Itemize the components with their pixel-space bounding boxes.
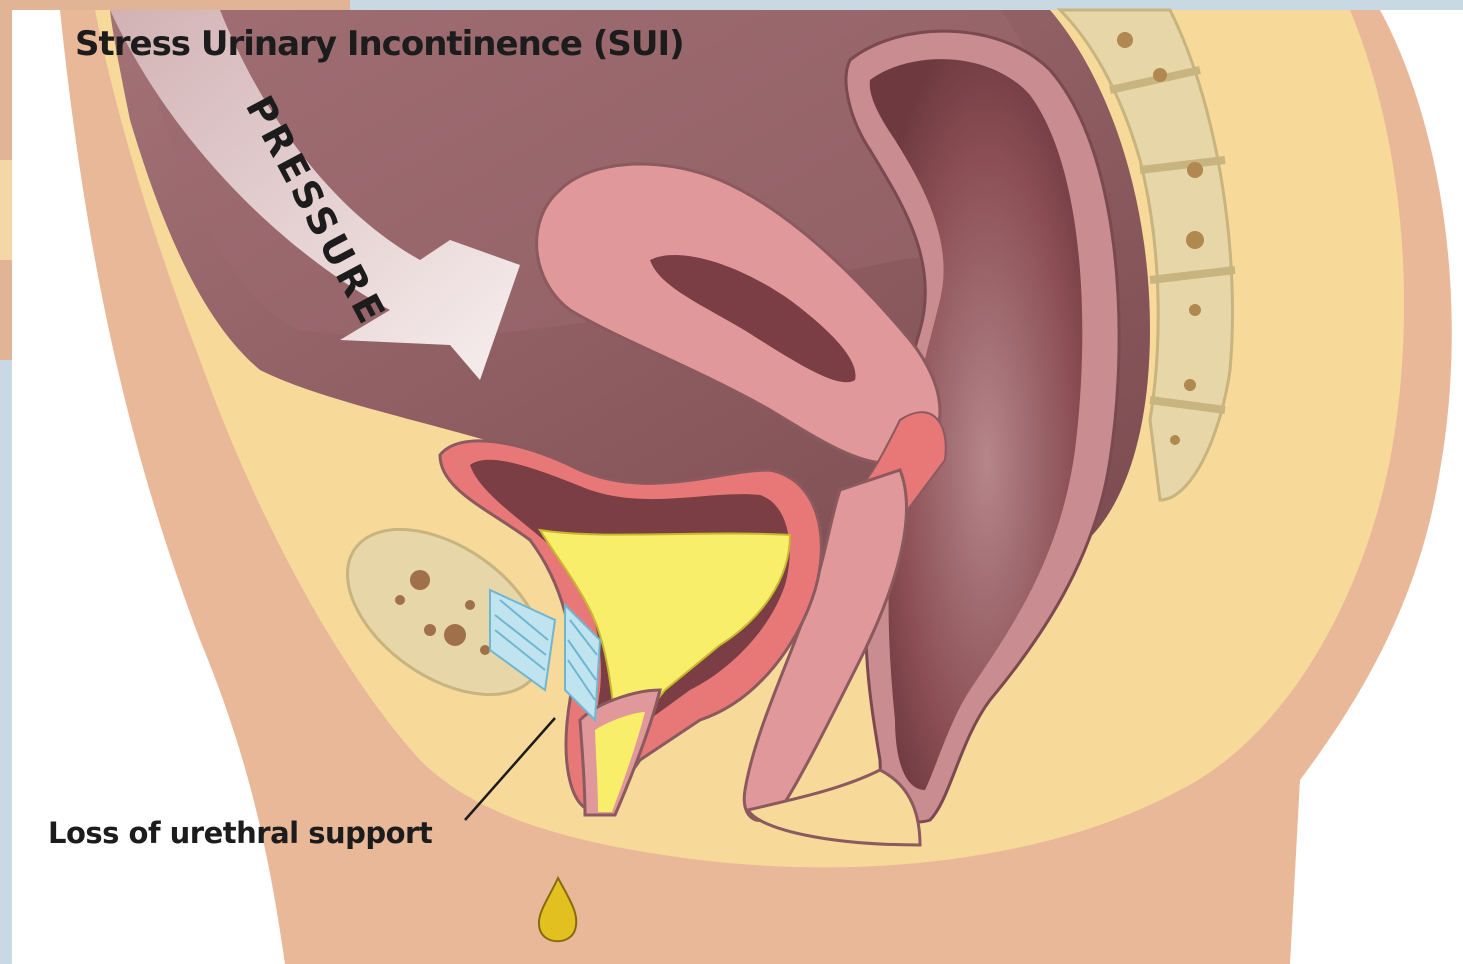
diagram-title: Stress Urinary Incontinence (SUI) — [75, 24, 684, 64]
callout-label: Loss of urethral support — [48, 816, 433, 850]
